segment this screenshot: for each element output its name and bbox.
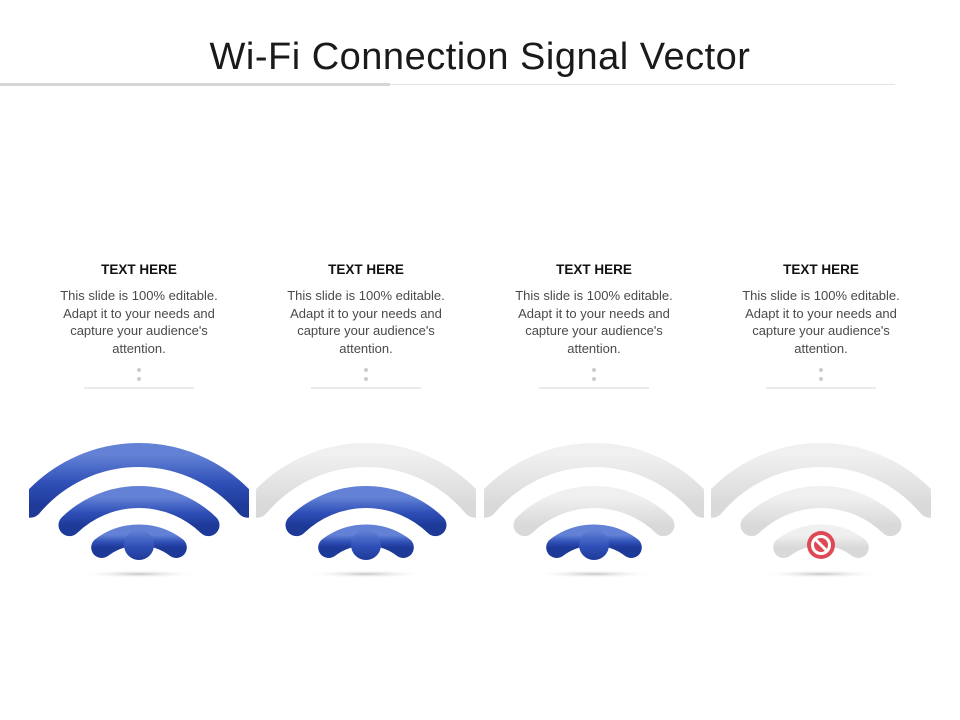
- card-heading: TEXT HERE: [783, 262, 859, 277]
- signal-card-3: TEXT HERE This slide is 100% editable. A…: [484, 262, 704, 592]
- wifi-signal-icon: [29, 443, 249, 578]
- signal-card-4: TEXT HERE This slide is 100% editable. A…: [711, 262, 931, 592]
- wifi-signal-icon: [711, 443, 931, 578]
- card-description: This slide is 100% editable. Adapt it to…: [287, 288, 445, 356]
- card-description: This slide is 100% editable. Adapt it to…: [742, 288, 900, 356]
- signal-card-1: TEXT HERE This slide is 100% editable. A…: [29, 262, 249, 592]
- card-heading: TEXT HERE: [328, 262, 404, 277]
- icon-shadow: [761, 570, 881, 578]
- title-underline-thick: [0, 83, 390, 86]
- card-description: This slide is 100% editable. Adapt it to…: [515, 288, 673, 356]
- connector-dots: [311, 368, 421, 389]
- icon-shadow: [306, 570, 426, 578]
- signal-arc-2: [58, 486, 220, 537]
- no-signal-icon: [807, 531, 835, 559]
- signal-arc-3: [29, 443, 249, 518]
- connector-dots: [539, 368, 649, 389]
- icon-shadow: [79, 570, 199, 578]
- connector-dots: [766, 368, 876, 389]
- signal-arc-3: [711, 443, 931, 518]
- signal-dot: [124, 530, 154, 560]
- signal-arc-3: [484, 443, 704, 518]
- wifi-signal-icon: [484, 443, 704, 578]
- signal-arc-3: [256, 443, 476, 518]
- signal-arc-2: [285, 486, 447, 537]
- card-heading: TEXT HERE: [101, 262, 177, 277]
- signal-arc-2: [513, 486, 675, 537]
- signal-dot: [351, 530, 381, 560]
- title-underline-thin: [390, 84, 895, 85]
- signal-arc-2: [740, 486, 902, 537]
- card-description: This slide is 100% editable. Adapt it to…: [60, 288, 218, 356]
- page-title: Wi-Fi Connection Signal Vector: [209, 36, 751, 78]
- wifi-signal-icon: [256, 443, 476, 578]
- signal-dot: [579, 530, 609, 560]
- connector-dots: [84, 368, 194, 389]
- icon-shadow: [534, 570, 654, 578]
- signal-card-2: TEXT HERE This slide is 100% editable. A…: [256, 262, 476, 592]
- card-heading: TEXT HERE: [556, 262, 632, 277]
